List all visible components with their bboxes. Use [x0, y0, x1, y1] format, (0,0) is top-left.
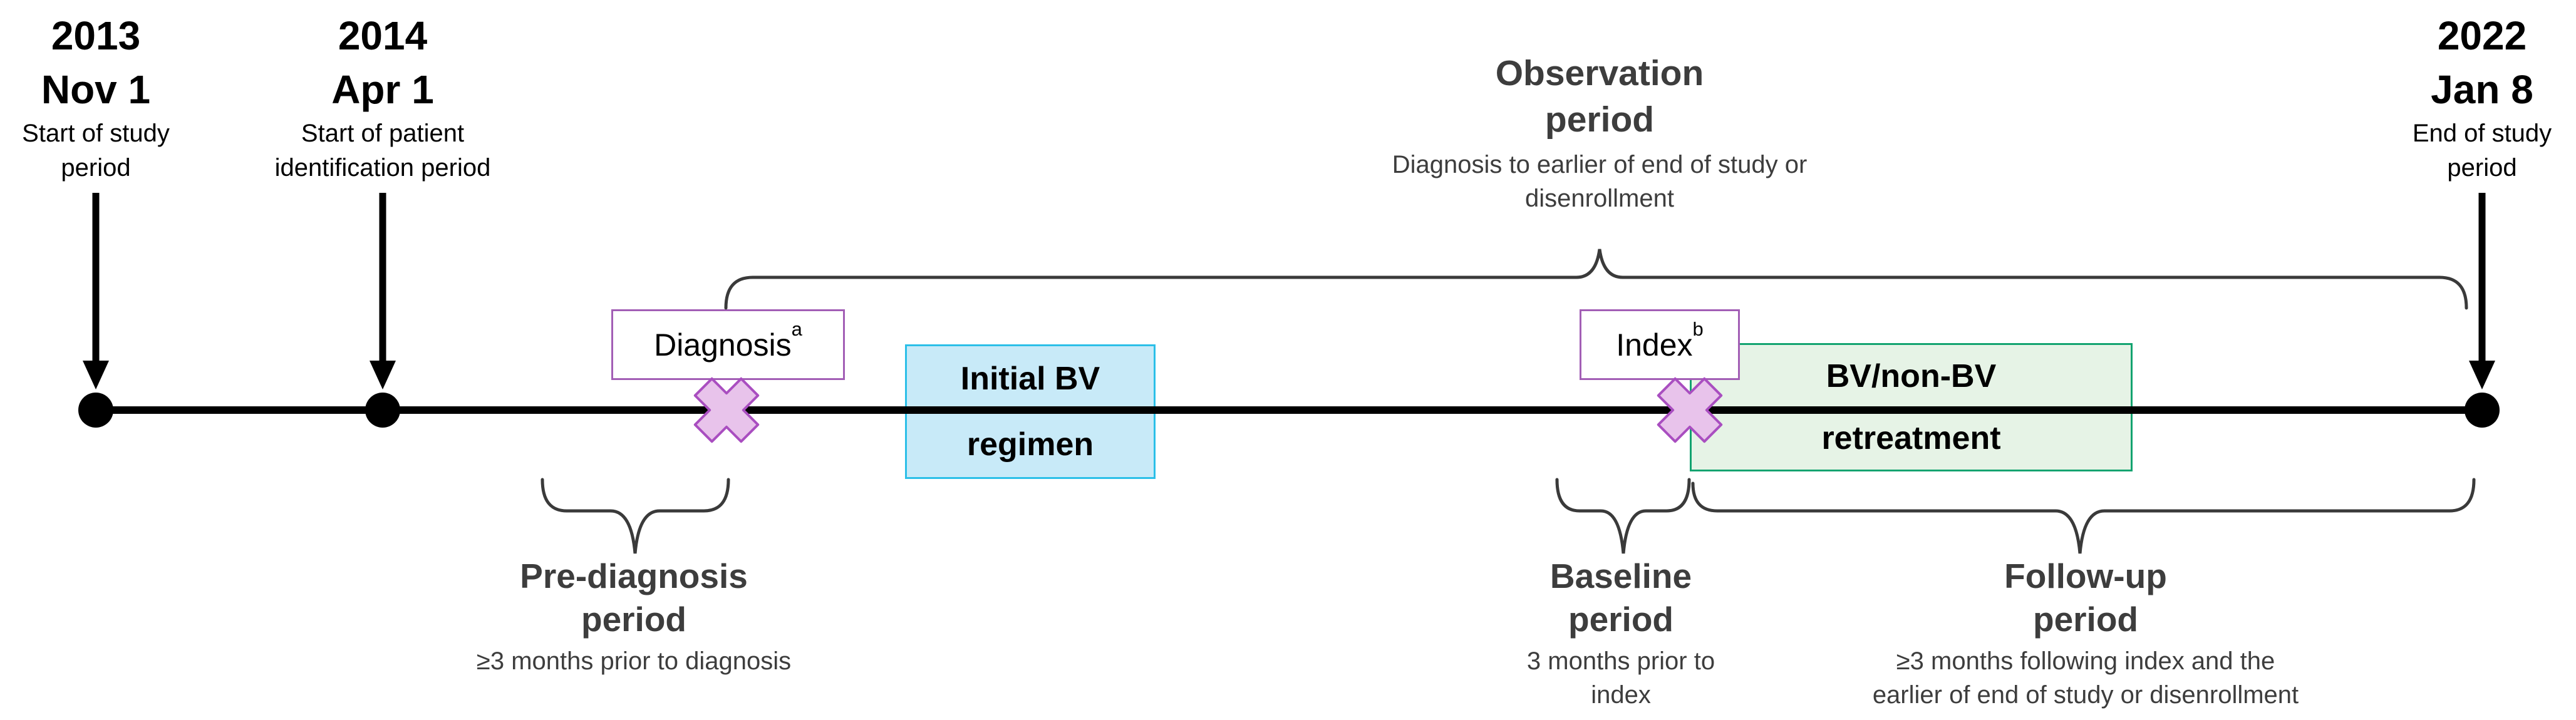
index-label: Indexb [1616, 317, 1704, 363]
milestone-year: 2013 [51, 13, 141, 58]
period-sub-line: ≥3 months prior to diagnosis [476, 647, 792, 675]
milestone-2022: 2022 Jan 8 End of study period [2307, 9, 2576, 185]
retreatment-line1: BV/non-BV [1826, 357, 1997, 394]
period-sub-line: earlier of end of study or disenrollment [1872, 681, 2299, 709]
index-footnote-sup: b [1692, 317, 1704, 340]
period-sub-line: ≥3 months following index and the [1896, 647, 2275, 675]
diagnosis-x-marker [693, 377, 760, 443]
milestone-desc-line: Start of patient [301, 120, 465, 147]
diagnosis-label-box: Diagnosisa [611, 309, 845, 380]
observation-sub-line: disenrollment [1525, 185, 1674, 212]
milestone-arrow-2022 [2469, 193, 2495, 389]
pre-diagnosis-period-label: Pre-diagnosis period ≥3 months prior to … [415, 555, 853, 678]
milestone-year: 2014 [338, 13, 428, 58]
milestone-desc-line: period [61, 154, 131, 182]
period-title-line: period [2032, 600, 2139, 639]
observation-title-line: Observation [1495, 53, 1704, 93]
milestone-desc-line: End of study [2412, 120, 2552, 147]
diagnosis-footnote-sup: a [791, 317, 802, 340]
milestone-date: Jan 8 [2431, 67, 2533, 112]
observation-sub-line: Diagnosis to earlier of end of study or [1392, 151, 1808, 178]
period-sub-line: 3 months prior to [1526, 647, 1715, 675]
milestone-arrow-2013 [83, 193, 109, 389]
timeline-dot-2022 [2465, 393, 2500, 428]
timeline-dot-2013 [78, 393, 113, 428]
milestone-desc-line: Start of study [22, 120, 170, 147]
follow-up-period-label: Follow-up period ≥3 months following ind… [1772, 555, 2399, 712]
baseline-period-label: Baseline period 3 months prior to index [1402, 555, 1840, 712]
milestone-desc-line: period [2447, 154, 2517, 182]
follow-up-brace [1691, 478, 2476, 554]
baseline-brace [1555, 478, 1691, 554]
milestone-2014: 2014 Apr 1 Start of patient identificati… [207, 9, 558, 185]
milestone-arrow-2014 [370, 193, 396, 389]
period-title-line: period [581, 600, 687, 639]
observation-title-line: period [1544, 100, 1655, 140]
diagnosis-label: Diagnosisa [654, 317, 802, 363]
pre-diagnosis-brace [541, 478, 730, 554]
milestone-2013: 2013 Nov 1 Start of study period [0, 9, 271, 185]
initial-bv-line2: regimen [966, 426, 1094, 463]
timeline-dot-2014 [365, 393, 400, 428]
index-label-box: Indexb [1580, 309, 1740, 380]
period-title-line: Pre-diagnosis [520, 557, 748, 595]
initial-bv-line1: Initial BV [960, 361, 1100, 398]
index-x-marker [1657, 377, 1723, 443]
observation-period-brace [724, 249, 2468, 310]
period-sub-line: index [1591, 681, 1651, 709]
milestone-date: Nov 1 [41, 67, 151, 112]
observation-period-header: Observation period Diagnosis to earlier … [1224, 50, 1975, 215]
period-title-line: Baseline [1549, 557, 1692, 595]
retreatment-line2: retreatment [1821, 420, 2001, 457]
period-title-line: period [1568, 600, 1674, 639]
milestone-desc-line: identification period [274, 154, 491, 182]
period-title-line: Follow-up [2004, 557, 2167, 595]
milestone-year: 2022 [2437, 13, 2527, 58]
milestone-date: Apr 1 [331, 67, 434, 112]
